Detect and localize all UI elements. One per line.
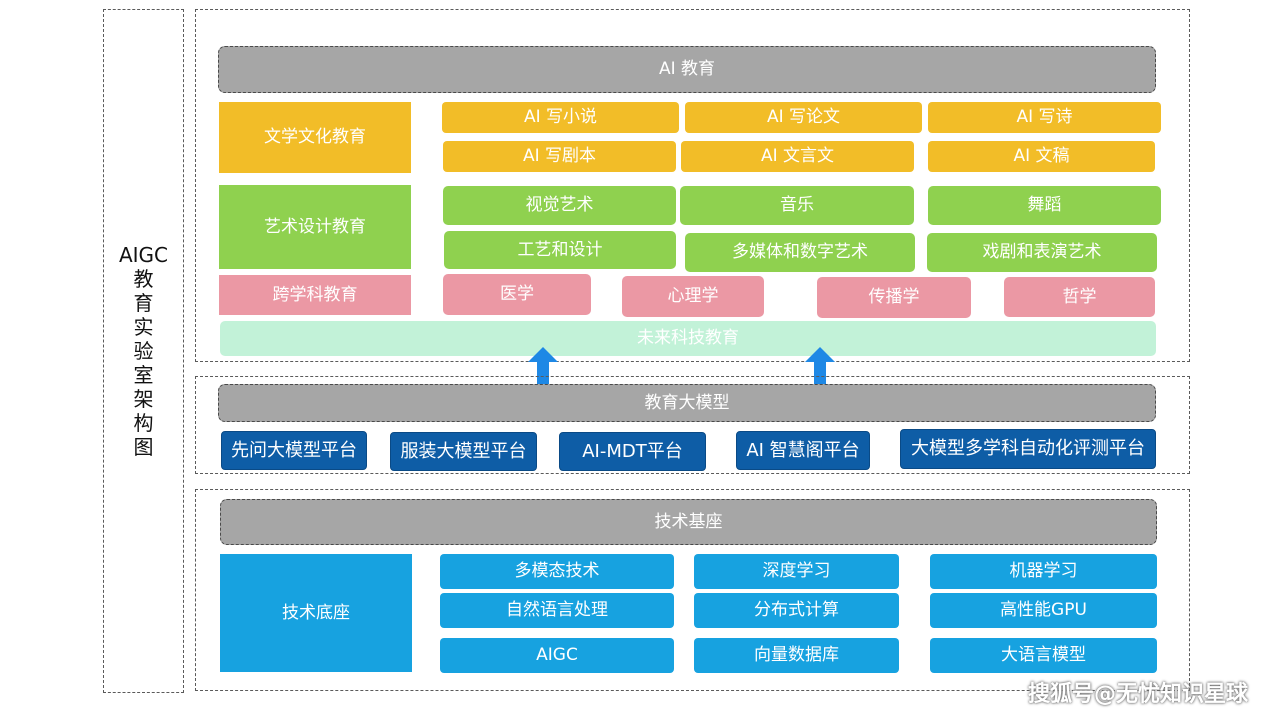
side-title-char: 育 [133,291,154,315]
side-title: AIGC 教 育 实 验 室 架 构 图 [103,9,184,693]
interdisciplinary-item: 心理学 [622,276,764,317]
lit-item: AI 文言文 [681,141,914,172]
model-platform: 大模型多学科自动化评测平台 [900,429,1156,469]
art-item: 舞蹈 [928,186,1161,225]
up-arrow-icon [528,347,558,385]
side-title-char: 室 [133,363,154,387]
future-tech-education: 未来科技教育 [220,321,1156,356]
art-item: 工艺和设计 [444,231,676,269]
ai-education-header: AI 教育 [218,46,1156,93]
side-title-latin: AIGC [118,243,169,267]
tech-header: 技术基座 [220,499,1157,545]
art-education-label: 艺术设计教育 [219,185,411,269]
side-title-char: 验 [133,339,154,363]
model-platform: AI 智慧阁平台 [736,431,870,470]
literature-education-label: 文学文化教育 [219,102,411,173]
model-platform: AI-MDT平台 [559,432,706,471]
ai-education-frame [195,9,1190,362]
model-platform: 先问大模型平台 [221,431,367,470]
model-platform: 服装大模型平台 [390,432,537,471]
interdisciplinary-item: 医学 [443,274,591,315]
tech-item: 多模态技术 [440,554,674,589]
tech-item: 向量数据库 [694,638,899,673]
models-frame [195,376,1190,474]
tech-item: 大语言模型 [930,638,1157,673]
lit-item: AI 写剧本 [443,141,676,172]
models-header: 教育大模型 [218,384,1156,422]
tech-base-label: 技术底座 [220,554,412,672]
side-title-frame [103,9,184,693]
tech-item: 自然语言处理 [440,593,674,628]
art-item: 多媒体和数字艺术 [685,233,915,272]
tech-item: 分布式计算 [694,593,899,628]
tech-item: 高性能GPU [930,593,1157,628]
art-item: 戏剧和表演艺术 [927,233,1157,272]
tech-frame [195,489,1190,691]
art-item: 视觉艺术 [443,186,676,225]
watermark: 搜狐号@无忧知识星球 [1027,682,1248,707]
lit-item: AI 写诗 [928,102,1161,133]
side-title-char: 图 [133,435,154,459]
tech-item: 深度学习 [694,554,899,589]
side-title-char: 教 [133,267,154,291]
side-title-char: 构 [133,411,154,435]
lit-item: AI 文稿 [928,141,1155,172]
tech-item: 机器学习 [930,554,1157,589]
up-arrow-icon [805,347,835,385]
interdisciplinary-education-label: 跨学科教育 [219,275,411,315]
lit-item: AI 写小说 [442,102,679,133]
interdisciplinary-item: 传播学 [817,277,971,318]
art-item: 音乐 [680,186,914,225]
lit-item: AI 写论文 [685,102,922,133]
tech-item: AIGC [440,638,674,673]
side-title-char: 架 [133,387,154,411]
interdisciplinary-item: 哲学 [1004,277,1155,317]
side-title-char: 实 [133,315,154,339]
